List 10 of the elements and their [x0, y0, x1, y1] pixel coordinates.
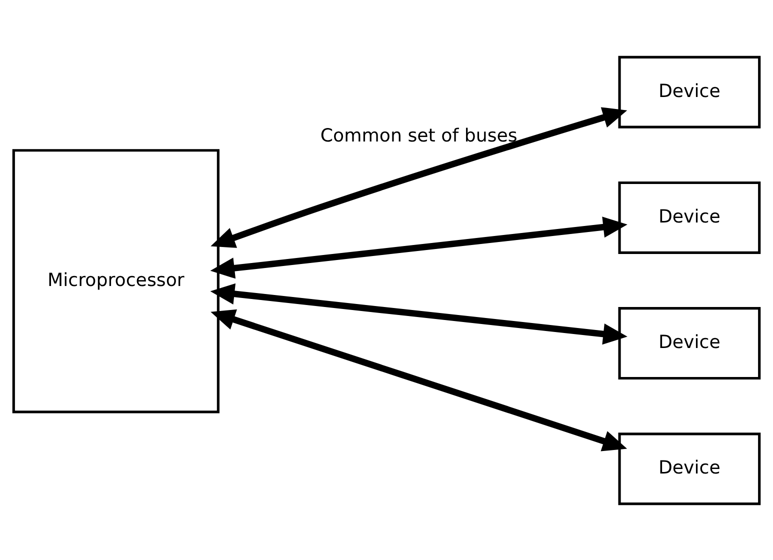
edge-label: Common set of buses [320, 125, 518, 146]
arrow [210, 282, 628, 344]
node-box: Microprocessor [12, 148, 220, 413]
node-box: Device [618, 306, 761, 380]
arrow [210, 308, 628, 451]
node-box: Device [618, 55, 761, 128]
arrow [210, 216, 628, 278]
arrow [210, 106, 628, 248]
node-box: Device [618, 432, 761, 505]
node-box: Device [618, 180, 761, 254]
